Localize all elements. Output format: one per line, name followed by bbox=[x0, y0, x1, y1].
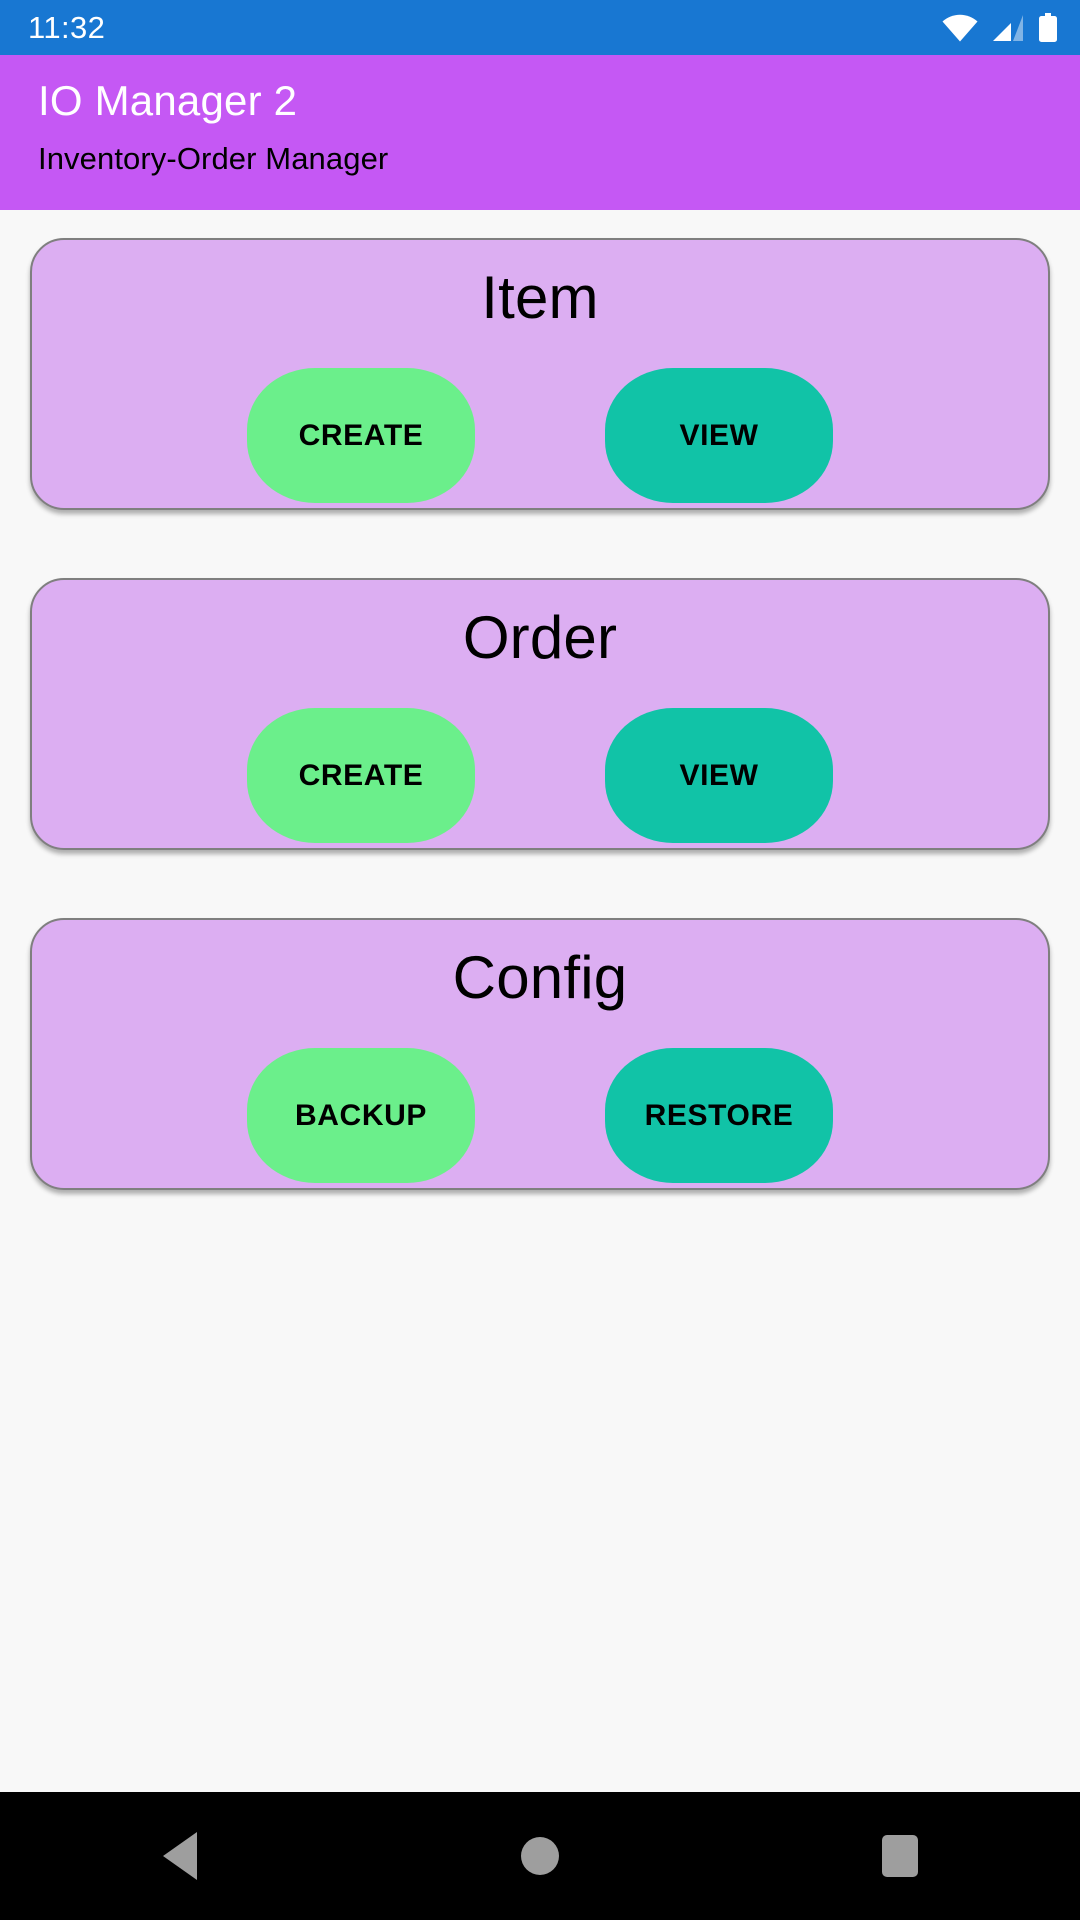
item-create-button[interactable]: CREATE bbox=[247, 368, 475, 503]
back-icon bbox=[163, 1832, 197, 1880]
nav-home-button[interactable] bbox=[450, 1792, 630, 1920]
config-backup-button[interactable]: BACKUP bbox=[247, 1048, 475, 1183]
status-bar: 11:32 bbox=[0, 0, 1080, 55]
card-title: Item bbox=[481, 264, 599, 331]
card-title: Config bbox=[452, 944, 628, 1011]
order-create-button[interactable]: CREATE bbox=[247, 708, 475, 843]
cellular-signal-icon bbox=[992, 14, 1024, 42]
card-actions: BACKUP RESTORE bbox=[32, 1048, 1048, 1183]
system-navigation-bar bbox=[0, 1792, 1080, 1920]
status-bar-clock: 11:32 bbox=[28, 10, 106, 45]
card-order: Order CREATE VIEW bbox=[30, 578, 1050, 850]
card-config: Config BACKUP RESTORE bbox=[30, 918, 1050, 1190]
app-subtitle: Inventory-Order Manager bbox=[38, 141, 389, 177]
card-actions: CREATE VIEW bbox=[32, 708, 1048, 843]
battery-icon bbox=[1038, 12, 1058, 43]
nav-recent-apps-button[interactable] bbox=[810, 1792, 990, 1920]
recent-apps-icon bbox=[882, 1835, 918, 1877]
card-actions: CREATE VIEW bbox=[32, 368, 1048, 503]
app-title: IO Manager 2 bbox=[38, 77, 298, 124]
status-bar-icons bbox=[942, 12, 1058, 43]
main-content: Item CREATE VIEW Order CREATE VIEW Confi… bbox=[0, 210, 1080, 1792]
app-header: IO Manager 2 Inventory-Order Manager bbox=[0, 55, 1080, 210]
nav-back-button[interactable] bbox=[90, 1792, 270, 1920]
item-view-button[interactable]: VIEW bbox=[605, 368, 833, 503]
config-restore-button[interactable]: RESTORE bbox=[605, 1048, 833, 1183]
card-item: Item CREATE VIEW bbox=[30, 238, 1050, 510]
wifi-icon bbox=[942, 14, 978, 42]
order-view-button[interactable]: VIEW bbox=[605, 708, 833, 843]
home-icon bbox=[521, 1837, 559, 1875]
card-title: Order bbox=[462, 604, 618, 671]
